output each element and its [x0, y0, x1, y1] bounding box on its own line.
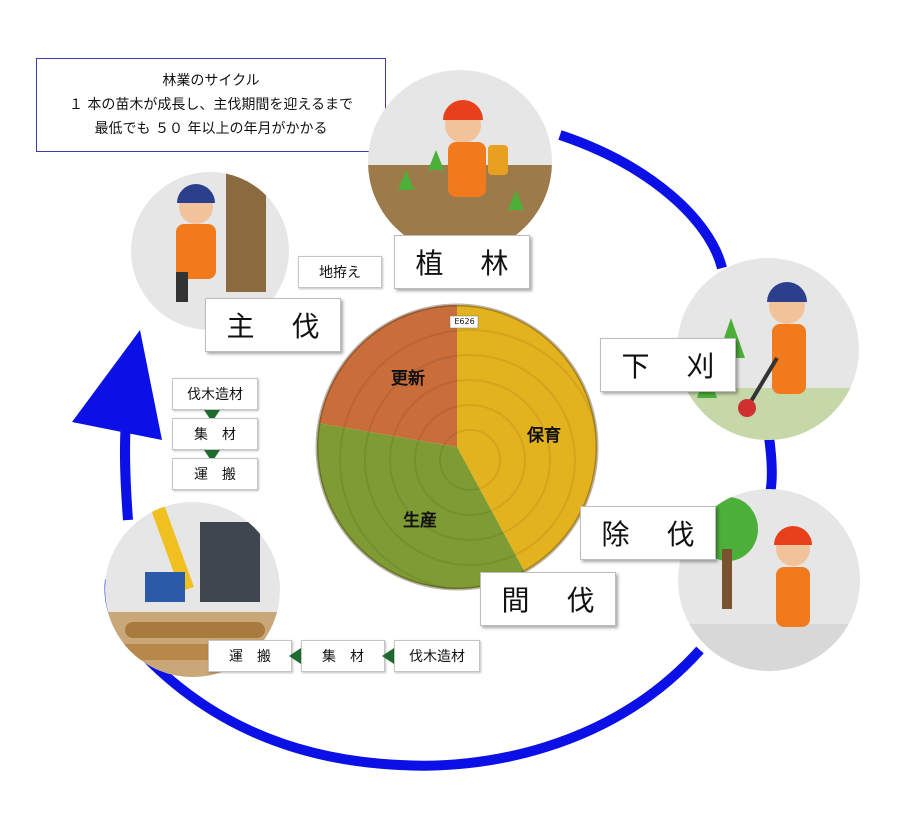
renewal-label: 更新	[391, 369, 425, 389]
stage-weeding: 下 刈	[600, 338, 736, 392]
log-stamp: E626	[454, 317, 475, 326]
cycle-note: 林業のサイクル １ 本の苗木が成長し、主伐期間を迎えるまで 最低でも ５０ 年以…	[36, 58, 386, 152]
harvest-step-yarding: 集 材	[172, 418, 258, 450]
thinning-step-felling: 伐木造材	[394, 640, 480, 672]
harvest-step-transport: 運 搬	[172, 458, 258, 490]
tending-label: 保育	[527, 426, 561, 446]
note-line-1: 林業のサイクル	[162, 73, 260, 89]
stage-harvest: 主 伐	[205, 298, 341, 352]
tending-slice	[457, 305, 597, 589]
thinning-step-transport: 運 搬	[208, 640, 292, 672]
stage-thinning: 間 伐	[480, 572, 616, 626]
planting-illustration	[368, 70, 552, 254]
step-arrow-icon	[289, 648, 301, 664]
stage-planting: 植 林	[394, 235, 530, 289]
site-preparation-box: 地拵え	[298, 256, 382, 288]
stage-cleaning: 除 伐	[580, 506, 716, 560]
production-label: 生産	[403, 511, 437, 531]
harvest-step-felling: 伐木造材	[172, 378, 258, 410]
note-line-3: 最低でも ５０ 年以上の年月がかかる	[94, 121, 328, 137]
step-arrow-icon	[382, 648, 394, 664]
thinning-step-yarding: 集 材	[301, 640, 385, 672]
note-line-2: １ 本の苗木が成長し、主伐期間を迎えるまで	[68, 97, 354, 113]
